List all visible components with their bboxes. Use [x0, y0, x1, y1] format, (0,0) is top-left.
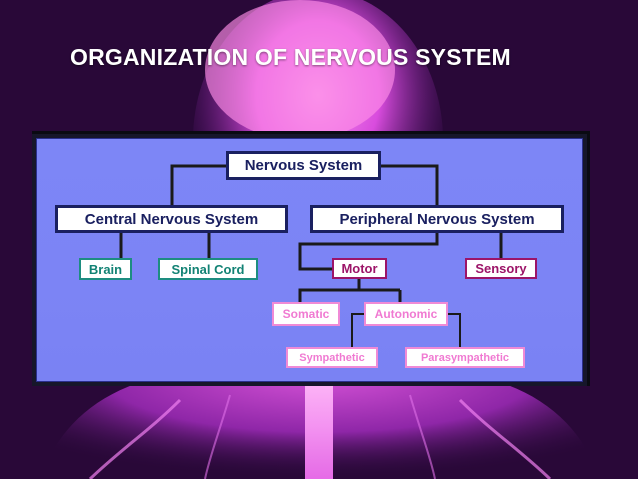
connector-motor-somatic — [298, 278, 361, 302]
brain-shape — [205, 0, 395, 140]
node-autonomic-label: Autonomic — [374, 307, 438, 321]
node-nervous-system: Nervous System — [226, 151, 381, 180]
node-peripheral-nervous-system-label: Peripheral Nervous System — [339, 210, 535, 228]
spinal-cord-shape — [305, 385, 333, 479]
node-motor-label: Motor — [341, 261, 378, 276]
node-central-nervous-system: Central Nervous System — [55, 205, 288, 233]
node-nervous-system-label: Nervous System — [244, 157, 363, 174]
node-spinal-cord: Spinal Cord — [158, 258, 258, 280]
node-somatic: Somatic — [272, 302, 340, 326]
node-parasympathetic-label: Parasympathetic — [420, 351, 510, 364]
node-autonomic: Autonomic — [364, 302, 448, 326]
connector-root-central — [170, 164, 226, 205]
node-sympathetic-label: Sympathetic — [299, 351, 365, 364]
node-sensory: Sensory — [465, 258, 537, 279]
connector-peripheral-motor — [298, 231, 439, 271]
node-spinal-cord-label: Spinal Cord — [171, 261, 245, 277]
node-central-nervous-system-label: Central Nervous System — [84, 210, 259, 228]
connector-autonomic-sympathetic — [351, 313, 364, 347]
node-parasympathetic: Parasympathetic — [405, 347, 525, 368]
node-peripheral-nervous-system: Peripheral Nervous System — [310, 205, 564, 233]
connector-root-peripheral — [381, 164, 439, 205]
node-sensory-label: Sensory — [475, 261, 527, 276]
slide-title: ORGANIZATION OF NERVOUS SYSTEM — [70, 44, 511, 70]
node-brain-label: Brain — [88, 261, 123, 277]
node-motor: Motor — [332, 258, 387, 279]
node-sympathetic: Sympathetic — [286, 347, 378, 368]
node-somatic-label: Somatic — [282, 307, 330, 321]
node-brain: Brain — [79, 258, 132, 280]
connector-autonomic-parasympathetic — [448, 313, 461, 347]
